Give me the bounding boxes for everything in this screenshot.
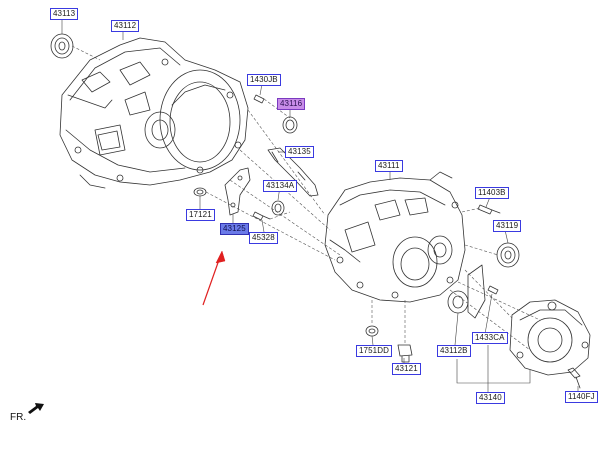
bracket-43125 <box>224 167 251 216</box>
cover-43140 <box>509 299 591 376</box>
alignment-lines <box>71 45 541 351</box>
pointer-arrow <box>202 250 226 306</box>
part-label-17121[interactable]: 17121 <box>186 209 215 221</box>
front-direction-label: FR. <box>10 412 27 423</box>
pin-1433ca <box>487 285 499 295</box>
seal-43113 <box>50 33 74 59</box>
part-label-43134a[interactable]: 43134A <box>263 180 298 192</box>
pin-1430jb <box>253 94 265 104</box>
part-label-43113[interactable]: 43113 <box>50 8 79 20</box>
part-label-43111[interactable]: 43111 <box>375 160 403 172</box>
part-label-1430jb[interactable]: 1430JB <box>247 74 281 86</box>
plug-43121 <box>397 344 413 363</box>
washer-17121 <box>193 187 207 197</box>
transmission-case <box>324 171 466 303</box>
part-label-11403b[interactable]: 11403B <box>475 187 509 199</box>
part-label-43121[interactable]: 43121 <box>392 363 421 375</box>
seal-43134a <box>271 200 285 216</box>
bolt-11403b <box>477 204 501 215</box>
part-label-43112b[interactable]: 43112B <box>437 345 471 357</box>
part-label-43112[interactable]: 43112 <box>111 20 140 32</box>
part-label-43125[interactable]: 43125 <box>220 223 249 235</box>
part-label-43140[interactable]: 43140 <box>476 392 505 404</box>
bolt-45328 <box>252 211 271 221</box>
fr-arrow-icon <box>28 403 44 414</box>
clutch-housing <box>59 37 249 189</box>
seal-43119 <box>496 242 520 268</box>
part-label-43116[interactable]: 43116 <box>277 98 306 110</box>
bolt-1140fj <box>567 367 581 389</box>
part-label-1433ca[interactable]: 1433CA <box>472 332 508 344</box>
part-label-1751dd[interactable]: 1751DD <box>356 345 392 357</box>
plate-43112b <box>447 264 486 319</box>
part-label-45328[interactable]: 45328 <box>249 232 278 244</box>
part-label-1140fj[interactable]: 1140FJ <box>565 391 598 403</box>
washer-1751dd <box>365 325 379 337</box>
part-label-43135[interactable]: 43135 <box>285 146 314 158</box>
oring-43116 <box>282 116 298 134</box>
part-label-43119[interactable]: 43119 <box>493 220 522 232</box>
